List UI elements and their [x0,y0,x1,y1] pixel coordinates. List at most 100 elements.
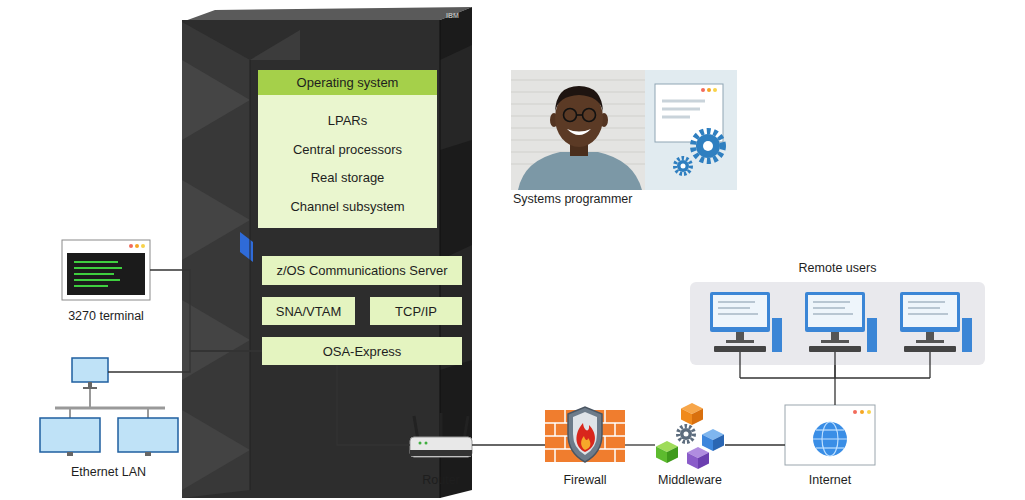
panel-item: Channel subsystem [258,199,437,215]
internet-icon [816,447,844,448]
connector-line [337,365,410,445]
process-box: OSA-Express [262,337,462,365]
lan-icon [147,408,149,418]
programmer-photo [555,86,603,112]
firewall-icon [604,410,606,423]
lan-icon [69,408,71,418]
router-icon [419,442,422,445]
internet-icon [867,410,871,414]
router-icon [425,442,428,445]
middleware-icon [678,426,694,442]
box-label: OSA-Express [323,344,402,359]
router-icon [410,450,472,456]
remote-computers [929,352,930,378]
programmer-photo [511,80,645,81]
firewall-icon [554,423,556,436]
programmer-photo [677,160,689,172]
connector-line [834,365,835,405]
middleware-icon [656,403,724,469]
programmer-photo [511,80,645,164]
remote-computers [903,295,957,327]
programmer-photo [681,164,686,169]
mainframe-cabinet [250,60,251,490]
programmer-photo [518,152,642,190]
middleware-icon [713,435,724,452]
firewall-icon [545,410,625,462]
middleware-icon [667,447,678,464]
terminal-icon [74,262,122,286]
os-panel: Operating systemLPARsCentral processorsR… [258,70,437,228]
remote-computers [813,301,850,303]
programmer-photo [511,70,737,190]
mainframe-cabinet [182,22,250,498]
remote-computers [908,307,940,309]
firewall-icon [554,449,556,462]
lan-icon [88,382,92,387]
programmer-photo [655,84,723,142]
mainframe-cabinet [182,60,250,140]
programmer-photo [713,88,717,92]
firewall-icon [581,436,590,450]
mainframe-cabinet [182,410,250,490]
programmer-photo [511,70,645,190]
router-icon [440,413,443,438]
firewall-icon [573,412,597,455]
terminal-icon [141,244,145,248]
terminal-icon [62,240,150,300]
internet-icon [860,410,864,414]
programmer-photo [693,131,723,161]
node-label: Systems programmer [513,191,632,207]
terminal-node: 3270 terminal [62,240,150,300]
remote-computers [772,318,782,352]
remote-computers [904,346,956,352]
middleware-icon [680,428,692,440]
remote-computers [962,318,972,352]
process-box: TCP/IP [370,297,462,325]
node-label: Ethernet LAN [71,464,146,480]
mainframe-cabinet [250,30,300,60]
terminal-icon [74,273,114,275]
firewall-icon [614,449,616,462]
programmer-photo [576,114,583,116]
node-label: 3270 terminal [68,308,144,324]
remote-computers [813,307,845,309]
terminal-icon [129,244,133,248]
remote-computers [739,352,740,378]
remote-computers [916,340,944,343]
remote-computers [809,346,861,352]
remote-computers [713,295,767,327]
terminal-icon [67,253,145,295]
lan-icon [72,358,108,382]
node-label: Router [422,472,460,488]
remote-computers [710,292,770,332]
mainframe-cabinet [182,7,472,498]
remote-computers [926,332,934,340]
remote-computers [740,377,930,378]
lan-icon [89,389,91,408]
remote-computers [900,292,960,332]
programmer-photo [567,129,591,135]
remote-computers [718,307,750,309]
process-box: z/OS Communications Server [262,256,462,285]
remote-computers [718,301,755,303]
remote-computers [690,282,985,365]
router-icon [414,416,418,440]
remote-computers [740,352,930,378]
firewall-icon [568,407,602,462]
panel-item: LPARs [258,113,437,129]
remote-computers [900,292,972,352]
lan-icon [40,358,182,456]
remote-computers [831,332,839,340]
lan-icon [118,418,178,452]
lan-icon [108,371,182,372]
lan-icon [83,387,97,389]
middleware-icon [692,409,703,426]
lan-icon [145,452,151,456]
middleware-node: Middleware [655,405,725,467]
terminal-icon [74,279,120,281]
firewall-node: Firewall [545,405,625,465]
remote-computers [834,352,835,378]
terminal-icon [74,285,108,287]
